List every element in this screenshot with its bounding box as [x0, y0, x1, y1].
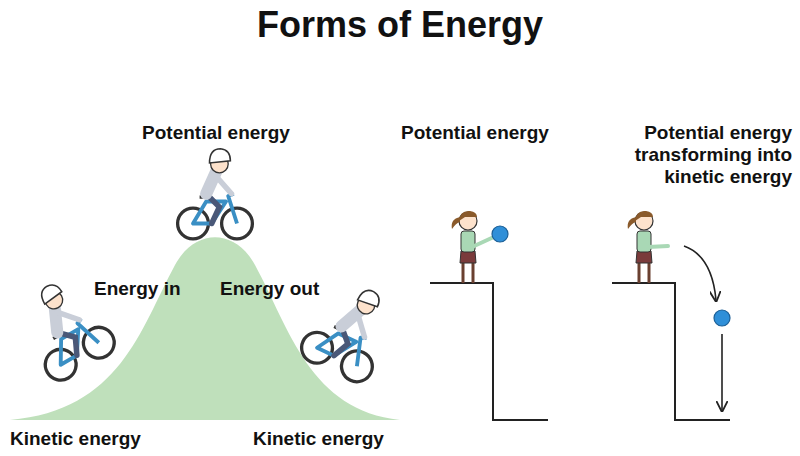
label: Potential energy transforming into kinet… [600, 122, 792, 188]
label: Potential energy [401, 122, 549, 144]
cliff [430, 283, 548, 420]
label: Kinetic energy [253, 428, 384, 450]
ball [714, 310, 730, 326]
ball [492, 226, 508, 242]
label: Kinetic energy [10, 428, 141, 450]
label: Potential energy [142, 122, 290, 144]
arrow [684, 246, 716, 300]
arrow [721, 334, 723, 410]
label: Energy in [94, 278, 181, 300]
label: Energy out [220, 278, 319, 300]
title: Forms of Energy [0, 4, 800, 45]
arm [648, 246, 668, 247]
cliff [612, 283, 730, 420]
cyclist-top [178, 149, 253, 239]
